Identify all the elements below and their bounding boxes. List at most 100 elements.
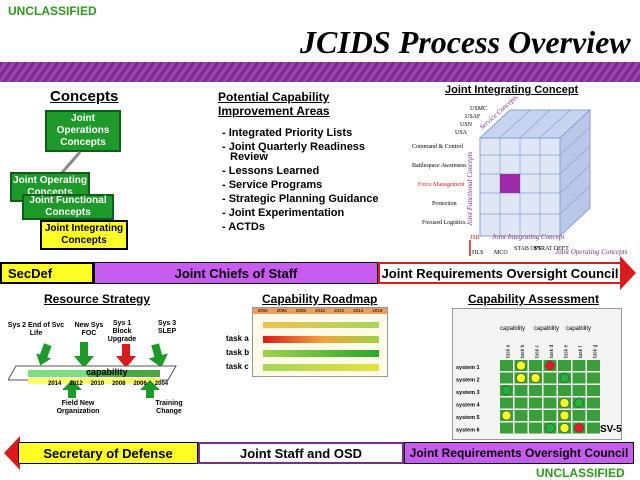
cap-label: capability: [566, 326, 592, 332]
jroc-band-bottom: Joint Requirements Oversight Council: [404, 442, 634, 464]
roadmap-year: 2014: [353, 308, 364, 313]
system-label: system 3: [456, 390, 480, 396]
improvement-item: - Joint Experimentation: [222, 207, 345, 219]
grid-cell: [587, 385, 600, 396]
resource-years: 2014 2012 2010 2008 2006 2004: [48, 381, 168, 387]
status-dot: [501, 385, 512, 396]
year-tick: 2004: [154, 381, 169, 387]
resource-strategy-graphic: [8, 342, 177, 398]
status-dot: [545, 360, 555, 371]
jroc-band-top: Joint Requirements Oversight Council: [378, 262, 622, 284]
roadmap-year: 2008: [295, 308, 306, 313]
assessment-heading: Capability Assessment: [468, 292, 599, 306]
status-dot: [530, 373, 541, 383]
improvement-item: - ACTDs: [222, 221, 265, 233]
arrow-left-icon: [4, 436, 20, 470]
roadmap-bar: [263, 364, 379, 371]
system-label: system 6: [456, 428, 480, 434]
grid-cell: [558, 385, 571, 396]
grid-cell: [572, 385, 586, 396]
row-label: Battlespace Awareness: [412, 163, 467, 169]
improvement-item: - Integrated Priority Lists: [222, 127, 353, 139]
page-title: JCIDS Process Overview: [300, 24, 631, 60]
grid-cell: [514, 397, 528, 409]
improvement-item: - Joint Quarterly Readiness: [222, 141, 366, 153]
status-dot: [501, 410, 512, 421]
status-dot: [559, 398, 570, 408]
resource-heading: Resource Strategy: [44, 292, 151, 306]
system-label: system 2: [456, 378, 480, 384]
grid-cell: [587, 422, 600, 434]
improvement-item: - Strategic Planning Guidance: [222, 193, 379, 205]
task-header: task e: [563, 344, 569, 358]
jcs-band: Joint Chiefs of Staff: [94, 262, 378, 284]
grid-cell: [529, 360, 542, 371]
status-dot: [516, 373, 526, 383]
system-label: system 5: [456, 415, 480, 421]
task-header: task f: [578, 345, 584, 358]
jsb-label: JSB: [470, 235, 480, 241]
roadmap-bar: [263, 336, 379, 343]
task-header: task c: [534, 344, 540, 358]
grid-cell: [587, 410, 600, 421]
roadmap-year: 2004: [257, 308, 268, 313]
row-label: Protection: [432, 201, 457, 207]
status-dot: [559, 423, 570, 433]
grid-cell: [514, 422, 528, 434]
year-tick: 2006: [133, 381, 147, 387]
cap-label: capability: [500, 326, 526, 332]
grid-cell: [500, 360, 513, 371]
operating-label: HLS: [472, 250, 483, 256]
operating-label: STAB OPS: [514, 246, 541, 252]
status-dot: [559, 373, 570, 383]
status-dot: [574, 398, 584, 408]
year-tick: 2012: [69, 381, 83, 387]
grid-cell: [558, 360, 571, 371]
sys2-label: Sys 2 End of Svc Life: [7, 322, 65, 337]
joint-operations-concepts-box: Joint Operations Concepts: [45, 110, 121, 152]
field-new-label: Field New Organization: [56, 400, 100, 415]
cap-label: capability: [534, 326, 560, 332]
concepts-heading: Concepts: [50, 88, 119, 105]
year-tick: 2010: [90, 381, 105, 387]
grid-cell: [529, 397, 542, 409]
jic-concept-label: Joint Integrating Concept: [492, 233, 565, 241]
roadmap-task-label: task c: [226, 362, 249, 371]
joint-functional-concepts-box: Joint Functional Concepts: [22, 194, 114, 220]
grid-cell: [543, 410, 557, 421]
improvement-item: - Lessons Learned: [222, 165, 320, 177]
grid-cell: [529, 385, 542, 396]
grid-cell: [529, 422, 542, 434]
jsosd-band: Joint Staff and OSD: [198, 442, 404, 464]
grid-cell: [572, 410, 586, 421]
roadmap-task-label: task a: [226, 334, 249, 343]
service-label: USMC: [470, 106, 487, 112]
task-header: task b: [520, 344, 526, 358]
year-tick: 2008: [112, 381, 126, 387]
functional-concepts-label: Joint Functional Concepts: [466, 151, 474, 226]
system-label: system 1: [456, 365, 480, 371]
grid-cell: [529, 410, 542, 421]
grid-cell: [572, 360, 586, 371]
roadmap-heading: Capability Roadmap: [262, 292, 378, 306]
grid-cell: [572, 372, 586, 384]
operating-label: STRAT DEFT: [534, 246, 569, 252]
grid-cell: [500, 422, 513, 434]
status-dot: [574, 423, 584, 433]
grid-cell: [587, 360, 600, 371]
status-dot: [516, 360, 526, 371]
system-label: system 4: [456, 403, 480, 409]
service-label: USAF: [465, 114, 481, 120]
improvement-list: - Integrated Priority Lists - Joint Quar…: [222, 126, 378, 234]
highlight-cell: [500, 174, 520, 193]
cube-grid: [478, 108, 592, 238]
status-dot: [559, 410, 570, 421]
grid-cell: [500, 397, 513, 409]
jic-cube-diagram: USMC USAF USN USA Service Concepts Joint…: [412, 96, 628, 256]
service-label: USN: [460, 122, 473, 128]
training-label: Training Change: [155, 400, 183, 415]
grid-cell: [500, 372, 513, 384]
roadmap-panel: 2004 2006 2008 2010 2012 2014 2016: [252, 307, 388, 377]
classification-banner-top: UNCLASSIFIED: [8, 4, 97, 18]
